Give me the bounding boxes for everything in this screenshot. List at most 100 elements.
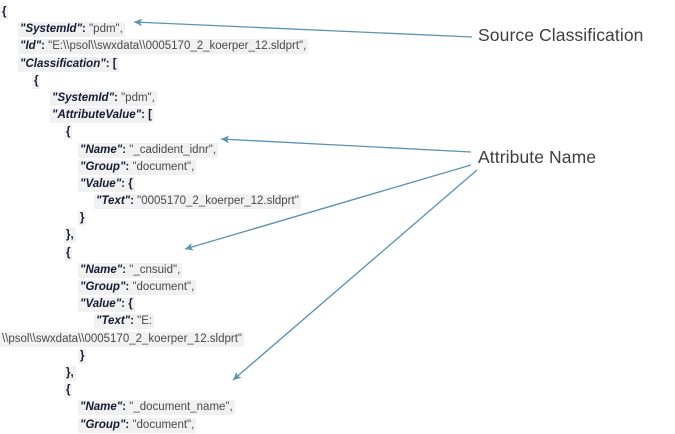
code-line: "Group": "document", bbox=[0, 159, 470, 176]
json-punctuation: : bbox=[122, 143, 127, 156]
json-key: "Group" bbox=[80, 281, 126, 293]
code-line: "SystemId": "pdm", bbox=[0, 21, 470, 38]
code-line: "Name": "_document_name", bbox=[0, 399, 470, 416]
json-punctuation: : { bbox=[121, 298, 133, 311]
json-punctuation: { bbox=[66, 384, 71, 397]
code-line-text: { bbox=[0, 5, 9, 20]
code-line-text: }, bbox=[64, 365, 76, 381]
json-value: \\psol\\swxdata\\0005170_2_koerper_12.sl… bbox=[2, 332, 242, 345]
code-line-text: "Text": "0005170_2_koerper_12.sldprt" bbox=[94, 194, 301, 210]
json-value: "_document_name", bbox=[126, 401, 233, 414]
json-punctuation: { bbox=[34, 74, 39, 87]
code-line-text: "Name": "_document_name", bbox=[78, 400, 235, 416]
code-line: { bbox=[0, 124, 470, 141]
code-line: }, bbox=[0, 227, 470, 244]
json-value: "pdm", bbox=[85, 23, 123, 36]
json-punctuation: : bbox=[125, 281, 130, 293]
json-punctuation: : bbox=[122, 263, 127, 276]
code-line-text: { bbox=[64, 383, 73, 399]
json-punctuation: : bbox=[125, 160, 130, 173]
json-key: "Id" bbox=[20, 40, 42, 53]
code-line-text: "Group": "document", bbox=[78, 280, 197, 295]
code-line-text: { bbox=[64, 245, 73, 261]
json-punctuation: : { bbox=[121, 177, 133, 190]
json-punctuation: }, bbox=[66, 229, 74, 242]
json-value: "0005170_2_koerper_12.sldprt" bbox=[133, 195, 299, 208]
code-line: "SystemId": "pdm", bbox=[0, 90, 470, 107]
code-line: "Id": "E:\\psol\\swxdata\\0005170_2_koer… bbox=[0, 38, 470, 55]
json-punctuation: : bbox=[130, 195, 134, 208]
code-line-text: "Classification": [ bbox=[18, 56, 119, 72]
code-line-text: }, bbox=[64, 228, 76, 244]
screenshot-canvas: {"SystemId": "pdm","Id": "E:\\psol\\swxd… bbox=[0, 5, 644, 433]
json-punctuation: { bbox=[2, 6, 7, 18]
json-punctuation: } bbox=[80, 349, 85, 362]
code-line: "Group": "document", bbox=[0, 417, 470, 434]
json-value: "document", bbox=[129, 418, 195, 431]
json-value: "E:\\psol\\swxdata\\0005170_2_koerper_12… bbox=[44, 40, 307, 53]
json-key: "SystemId" bbox=[20, 23, 83, 36]
json-value: "_cnsuid", bbox=[126, 263, 181, 276]
code-line: "Group": "document", bbox=[0, 279, 470, 296]
code-line-text: { bbox=[32, 73, 41, 89]
code-line-text: { bbox=[64, 125, 73, 141]
code-line-text: "Text": "E: bbox=[94, 314, 155, 330]
json-punctuation: : bbox=[130, 315, 134, 328]
code-line-text: "Name": "_cnsuid", bbox=[78, 262, 183, 278]
code-line: { bbox=[0, 4, 470, 21]
json-punctuation: }, bbox=[66, 366, 74, 379]
json-key: "Text" bbox=[96, 315, 131, 328]
code-line-text: "Id": "E:\\psol\\swxdata\\0005170_2_koer… bbox=[18, 39, 309, 55]
json-value: "pdm", bbox=[117, 91, 155, 104]
json-key: "Value" bbox=[80, 177, 122, 190]
code-line-text: "AttributeValue": [ bbox=[50, 108, 154, 124]
json-key: "Group" bbox=[80, 418, 126, 431]
json-key: "Classification" bbox=[20, 57, 106, 70]
code-line-text: } bbox=[78, 348, 87, 364]
code-line: "Classification": [ bbox=[0, 56, 470, 73]
code-line-text: \\psol\\swxdata\\0005170_2_koerper_12.sl… bbox=[0, 331, 244, 347]
json-key: "Name" bbox=[80, 143, 123, 156]
json-punctuation: : bbox=[82, 23, 86, 36]
json-key: "SystemId" bbox=[52, 91, 115, 104]
code-line-text: "Name": "_cadident_idnr", bbox=[78, 142, 219, 158]
code-line-text: "Group": "document", bbox=[78, 417, 197, 433]
code-line-text: "Group": "document", bbox=[78, 159, 197, 175]
json-punctuation: : [ bbox=[141, 109, 152, 122]
code-line: { bbox=[0, 245, 470, 262]
json-key: "Value" bbox=[80, 298, 122, 311]
annotation-label-attribute-name: Attribute Name bbox=[478, 147, 597, 167]
code-line: "Name": "_cnsuid", bbox=[0, 262, 470, 279]
code-line-text: "Value": { bbox=[78, 176, 135, 192]
code-line-text: "SystemId": "pdm", bbox=[18, 22, 125, 38]
json-punctuation: { bbox=[66, 246, 71, 259]
code-line: { bbox=[0, 382, 470, 399]
code-line-text: "Value": { bbox=[78, 297, 135, 313]
code-line: { bbox=[0, 73, 470, 90]
code-line: } bbox=[0, 348, 470, 365]
json-value: "E: bbox=[133, 315, 153, 328]
json-punctuation: : [ bbox=[105, 57, 117, 70]
json-key: "AttributeValue" bbox=[52, 109, 142, 122]
code-line: \\psol\\swxdata\\0005170_2_koerper_12.sl… bbox=[0, 331, 470, 348]
json-punctuation: { bbox=[66, 126, 71, 139]
code-line: "Text": "E: bbox=[0, 313, 470, 330]
code-line: "AttributeValue": [ bbox=[0, 107, 470, 124]
code-line: "Value": { bbox=[0, 176, 470, 193]
json-key: "Name" bbox=[80, 263, 123, 276]
json-punctuation: : bbox=[122, 401, 127, 414]
json-punctuation: : bbox=[41, 40, 45, 53]
code-line-text: } bbox=[78, 211, 87, 227]
json-key: "Text" bbox=[96, 195, 131, 208]
json-code-block: {"SystemId": "pdm","Id": "E:\\psol\\swxd… bbox=[0, 4, 470, 434]
code-line-text: "SystemId": "pdm", bbox=[50, 90, 157, 106]
code-line: "Text": "0005170_2_koerper_12.sldprt" bbox=[0, 193, 470, 210]
json-value: "document", bbox=[129, 160, 195, 173]
code-line: }, bbox=[0, 365, 470, 382]
code-line: "Value": { bbox=[0, 296, 470, 313]
json-key: "Group" bbox=[80, 160, 126, 173]
code-line: } bbox=[0, 210, 470, 227]
json-punctuation: : bbox=[114, 91, 118, 104]
annotation-label-source-classification: Source Classification bbox=[478, 25, 644, 45]
code-line: "Name": "_cadident_idnr", bbox=[0, 142, 470, 159]
